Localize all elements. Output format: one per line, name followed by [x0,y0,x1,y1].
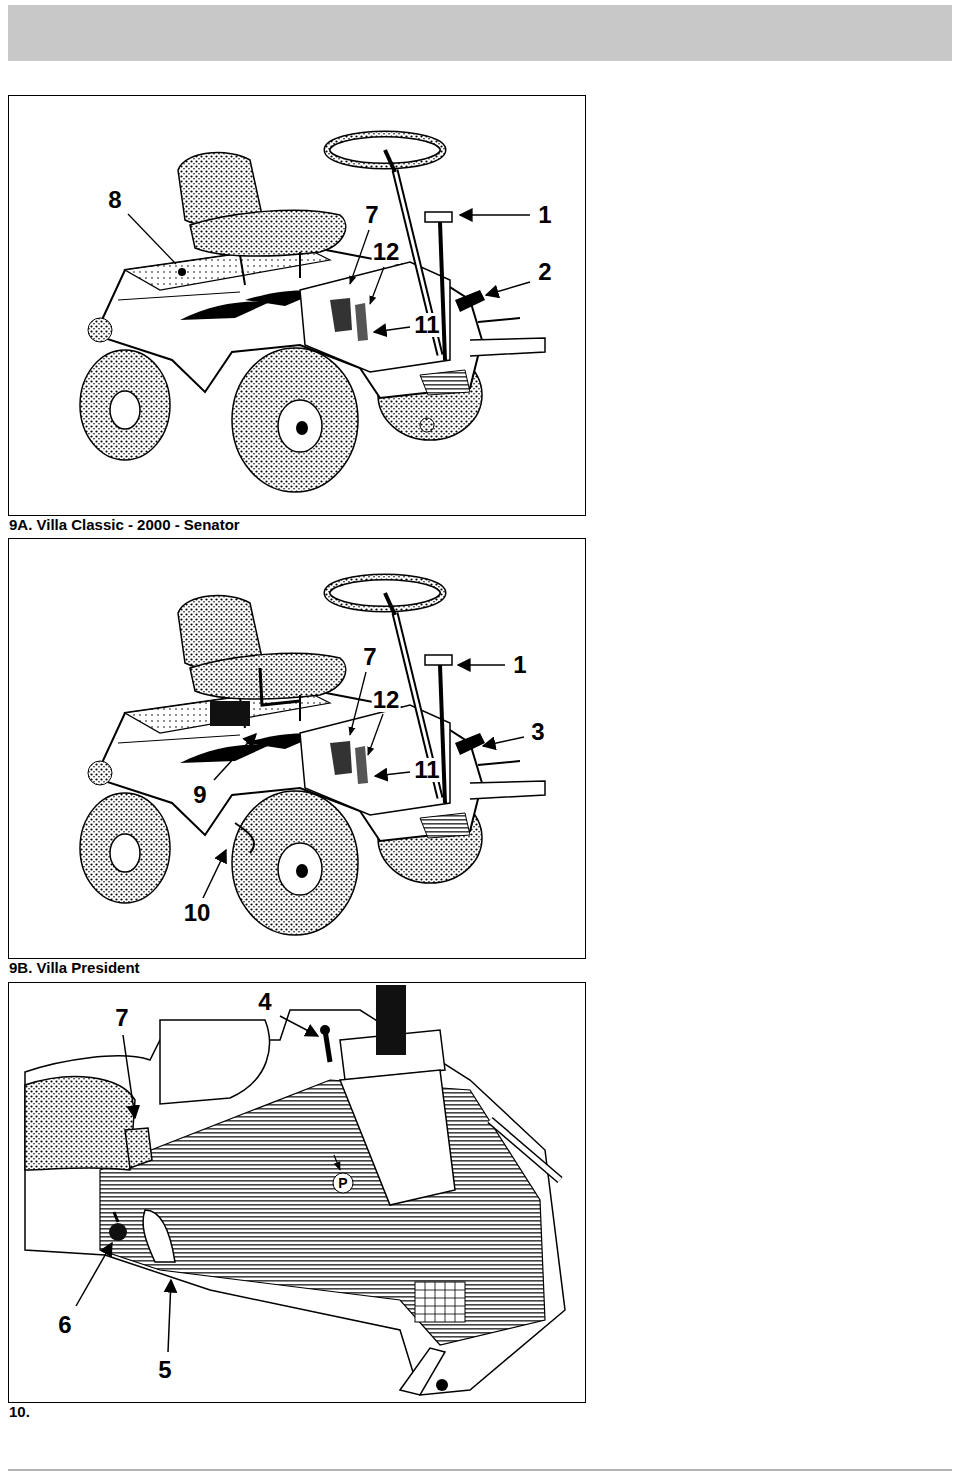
callout-number: P [337,1176,348,1190]
figure-caption: 10. [9,1403,30,1420]
callout-number: 11 [413,313,440,337]
callout-number: 3 [530,720,545,744]
figure-caption: 9B. Villa President [9,959,140,976]
figure-panel: 10. [8,982,586,1403]
callout-number: 12 [372,688,401,712]
callout-number: 10 [183,901,212,925]
callout-number: 1 [537,203,552,227]
callout-number: 6 [57,1313,72,1337]
callout-number: 2 [537,260,552,284]
callout-number: 7 [362,645,377,669]
callout-number: 11 [413,758,440,782]
figure-panel: 9B. Villa President [8,538,586,959]
callout-number: 1 [512,653,527,677]
callout-number: 5 [157,1358,172,1382]
callout-number: 7 [364,203,379,227]
figure-panel: 9A. Villa Classic - 2000 - Senator [8,95,586,516]
callout-number: 7 [114,1006,129,1030]
figure-caption: 9A. Villa Classic - 2000 - Senator [9,516,240,533]
callout-number: 8 [107,188,122,212]
callout-number: 9 [192,783,207,807]
callout-number: 12 [372,240,401,264]
callout-number: 4 [257,990,272,1014]
